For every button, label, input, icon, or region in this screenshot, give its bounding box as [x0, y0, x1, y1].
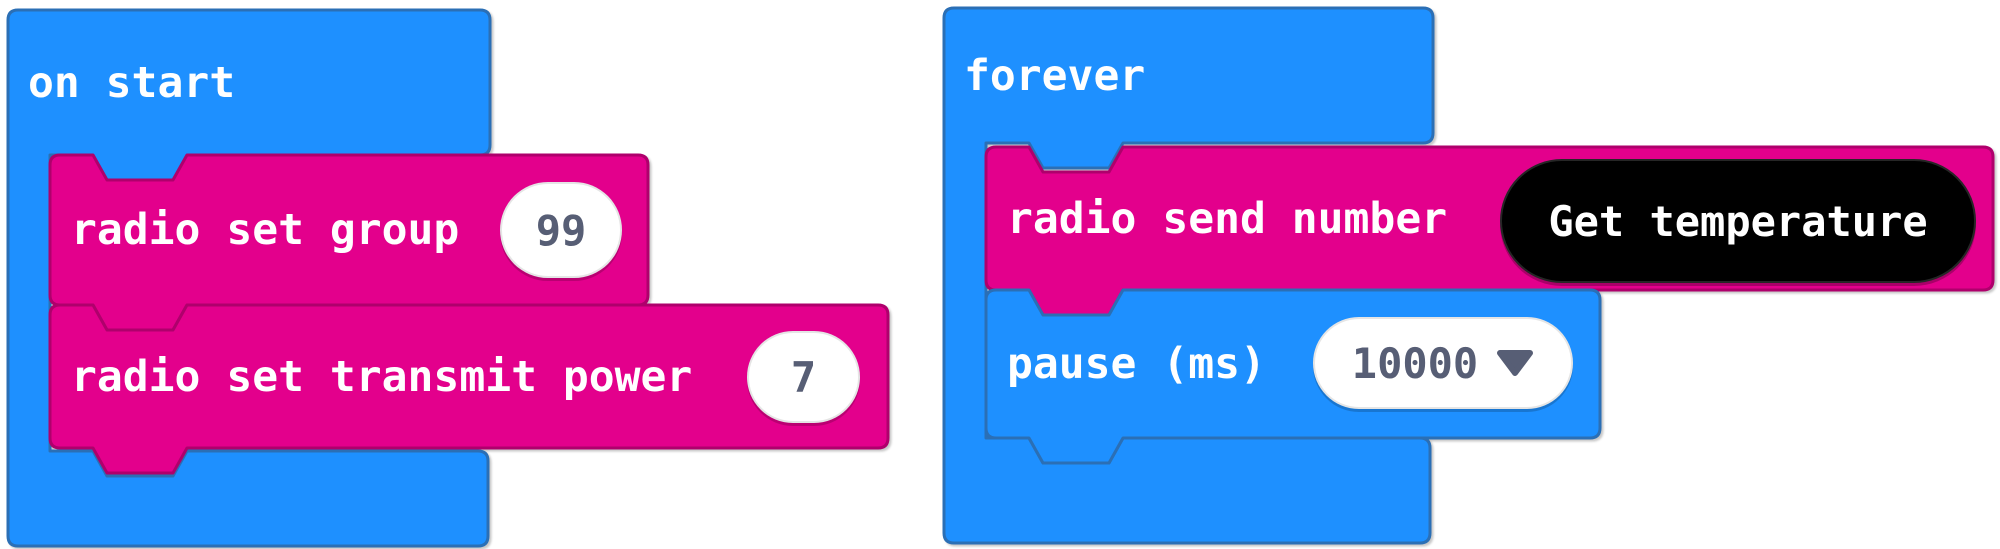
pause-duration-dropdown[interactable]: 10000: [1313, 317, 1573, 409]
radio-set-transmit-power-block[interactable]: [48, 303, 890, 475]
pause-duration-value: 10000: [1351, 338, 1479, 388]
forever-block[interactable]: [942, 6, 1435, 545]
transmit-power-number-field[interactable]: 7: [747, 331, 860, 423]
on-start-block[interactable]: [6, 8, 492, 548]
caret-down-icon: [1496, 349, 1534, 377]
radio-group-number-field[interactable]: 99: [500, 182, 622, 278]
get-temperature-function-pill[interactable]: Get temperature: [1500, 159, 1976, 283]
